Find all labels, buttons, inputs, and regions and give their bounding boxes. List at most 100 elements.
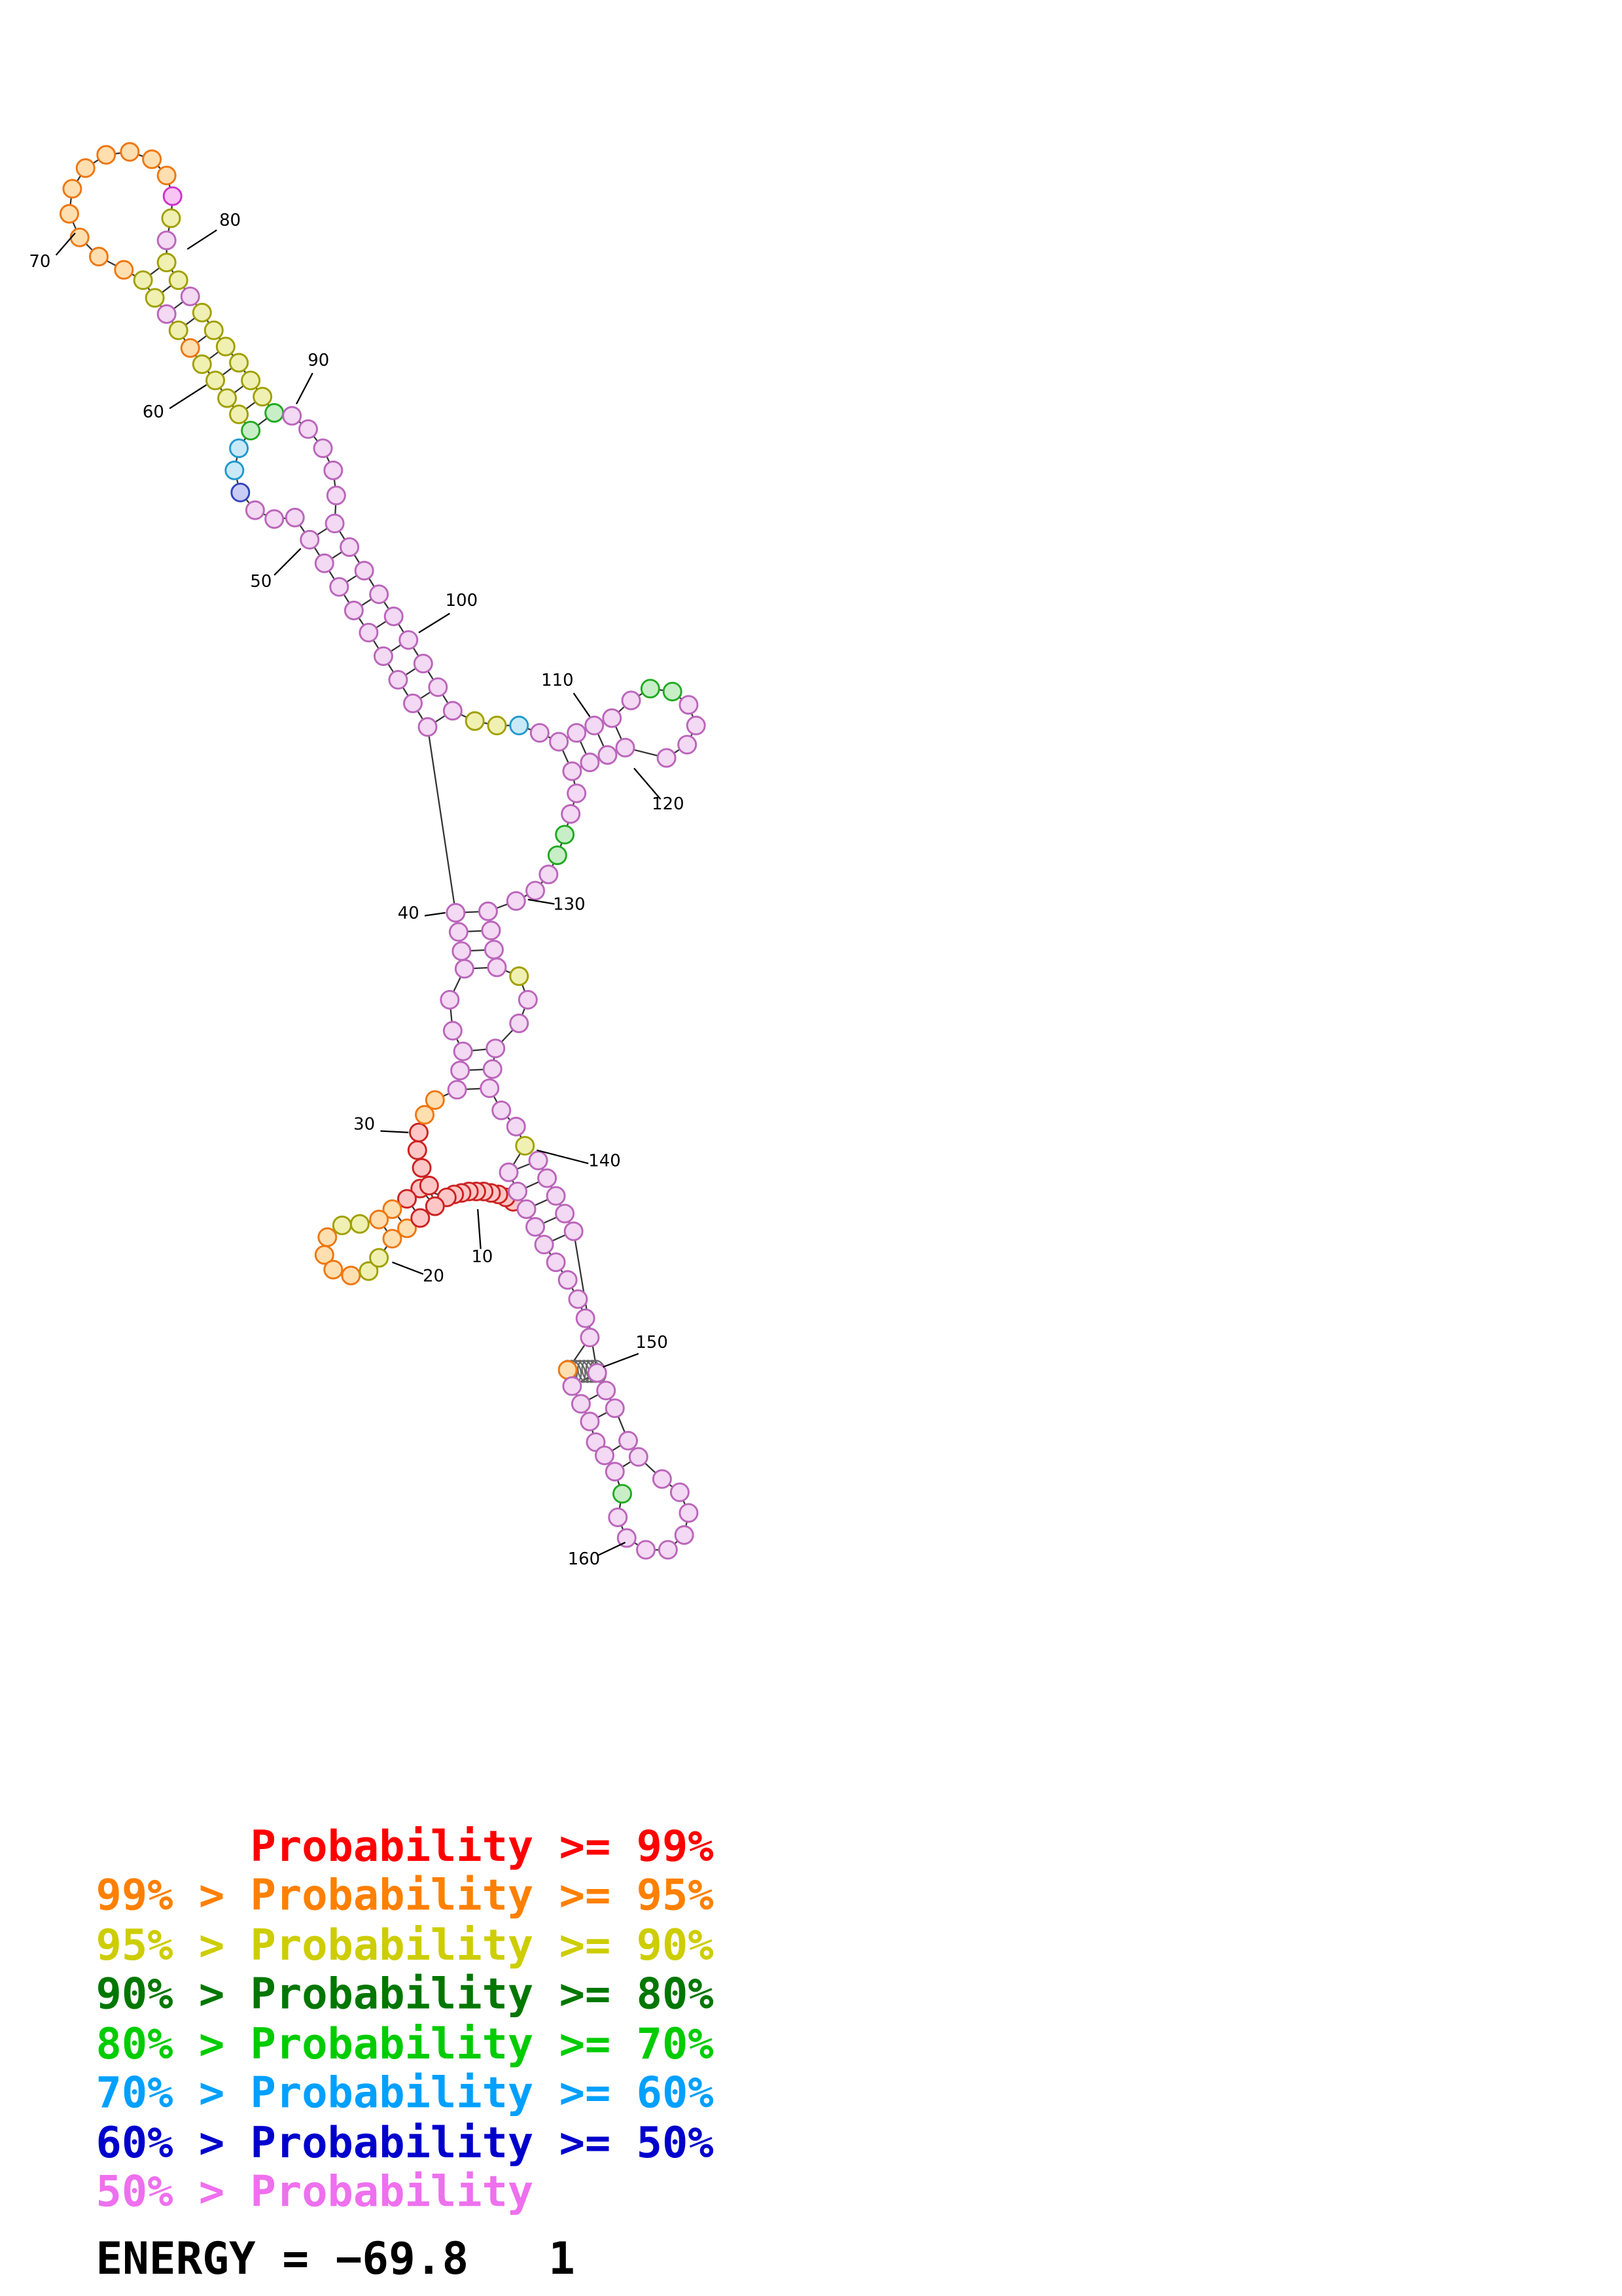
nucleotide	[156, 166, 177, 186]
nucleotide	[562, 1376, 582, 1396]
nucleotide	[525, 881, 546, 901]
nucleotide	[652, 1469, 672, 1489]
nucleotide	[413, 654, 433, 674]
nucleotide	[425, 1090, 445, 1110]
label-leader-line	[603, 1352, 639, 1368]
label-leader-line	[537, 1149, 589, 1165]
position-label: 30	[353, 1114, 375, 1134]
nucleotide	[587, 1363, 607, 1383]
backbone	[68, 150, 697, 1551]
legend-line-70: 80% > Probability >= 70%	[96, 2019, 713, 2069]
nucleotide	[313, 438, 333, 459]
position-label: 90	[308, 351, 329, 370]
label-leader-line	[273, 548, 302, 576]
nucleotide	[656, 748, 677, 768]
nucleotide	[329, 576, 349, 597]
nucleotide	[586, 1432, 606, 1453]
nucleotide	[686, 715, 706, 735]
nucleotide	[621, 690, 641, 711]
label-leader-line	[55, 232, 76, 256]
nucleotide	[487, 715, 507, 735]
nucleotide	[528, 1150, 548, 1171]
nucleotide	[546, 1186, 566, 1206]
nucleotide	[580, 1328, 600, 1348]
nucleotide	[156, 253, 177, 273]
label-leader-line	[633, 768, 661, 800]
nucleotide	[549, 732, 569, 752]
nucleotide	[597, 745, 618, 765]
label-leader-line	[597, 1542, 626, 1557]
nucleotide	[580, 1411, 600, 1432]
position-label: 60	[143, 402, 164, 422]
nucleotide	[314, 553, 334, 573]
nucleotide	[628, 1447, 648, 1467]
nucleotide	[264, 403, 285, 423]
label-leader-line	[295, 372, 313, 405]
nucleotide	[669, 1482, 690, 1502]
nucleotide	[229, 438, 249, 459]
nucleotide	[217, 388, 238, 408]
nucleotide	[156, 230, 177, 251]
legend-line-50: 60% > Probability >= 50%	[96, 2118, 713, 2168]
nucleotide	[557, 1270, 578, 1290]
nucleotide	[446, 903, 466, 923]
nucleotide	[679, 1503, 699, 1523]
nucleotide	[584, 715, 605, 735]
basepair-bonds	[142, 262, 639, 1473]
nucleotide	[409, 1122, 429, 1142]
label-leader-line	[424, 911, 446, 917]
nucleotide	[241, 421, 261, 441]
nucleotide	[518, 989, 538, 1010]
nucleotides	[59, 142, 706, 1560]
nucleotide	[547, 845, 567, 866]
energy-text: ENERGY = −69.8 1	[96, 2233, 575, 2284]
nucleotide	[596, 1381, 616, 1401]
nucleotide	[538, 864, 559, 885]
position-label: 40	[398, 904, 419, 923]
label-leader-line	[573, 692, 591, 717]
legend-line-60: 70% > Probability >= 60%	[96, 2068, 713, 2117]
nucleotide	[484, 940, 504, 960]
nucleotide	[562, 761, 582, 781]
backbone-line	[68, 150, 697, 1551]
nucleotide	[491, 1100, 512, 1120]
nucleotide	[161, 208, 181, 228]
nucleotide	[192, 354, 212, 374]
nucleotide	[448, 922, 468, 942]
nucleotide	[340, 537, 360, 557]
nucleotide	[453, 1041, 473, 1061]
nucleotide	[229, 404, 249, 425]
nucleotide	[62, 179, 82, 199]
nucleotide	[481, 921, 501, 941]
nucleotide	[59, 203, 79, 224]
nucleotide	[282, 406, 302, 426]
nucleotide	[509, 966, 529, 986]
nucleotide	[480, 1078, 500, 1099]
nucleotide	[215, 336, 236, 357]
nucleotide	[485, 1038, 506, 1059]
position-label: 130	[553, 894, 585, 914]
nucleotide	[482, 1059, 502, 1079]
nucleotide	[612, 1483, 633, 1504]
nucleotide	[96, 145, 116, 165]
nucleotide	[344, 601, 364, 620]
nucleotide	[180, 286, 200, 306]
nucleotide	[382, 1199, 402, 1219]
nucleotide	[383, 607, 404, 627]
label-leader-line	[169, 384, 207, 410]
nucleotide	[555, 824, 575, 845]
nucleotide	[557, 1360, 578, 1380]
nucleotide	[205, 370, 226, 391]
legend-line-99: Probability >= 99%	[96, 1822, 713, 1871]
nucleotide	[679, 695, 699, 715]
nucleotide	[415, 1104, 435, 1125]
nucleotide	[525, 1217, 546, 1237]
position-label: 80	[219, 211, 241, 230]
nucleotide	[229, 353, 249, 373]
nucleotide	[636, 1540, 656, 1560]
nucleotide	[506, 1116, 526, 1137]
nucleotide	[580, 752, 600, 773]
nucleotide	[398, 630, 419, 650]
nucleotide	[529, 723, 550, 743]
